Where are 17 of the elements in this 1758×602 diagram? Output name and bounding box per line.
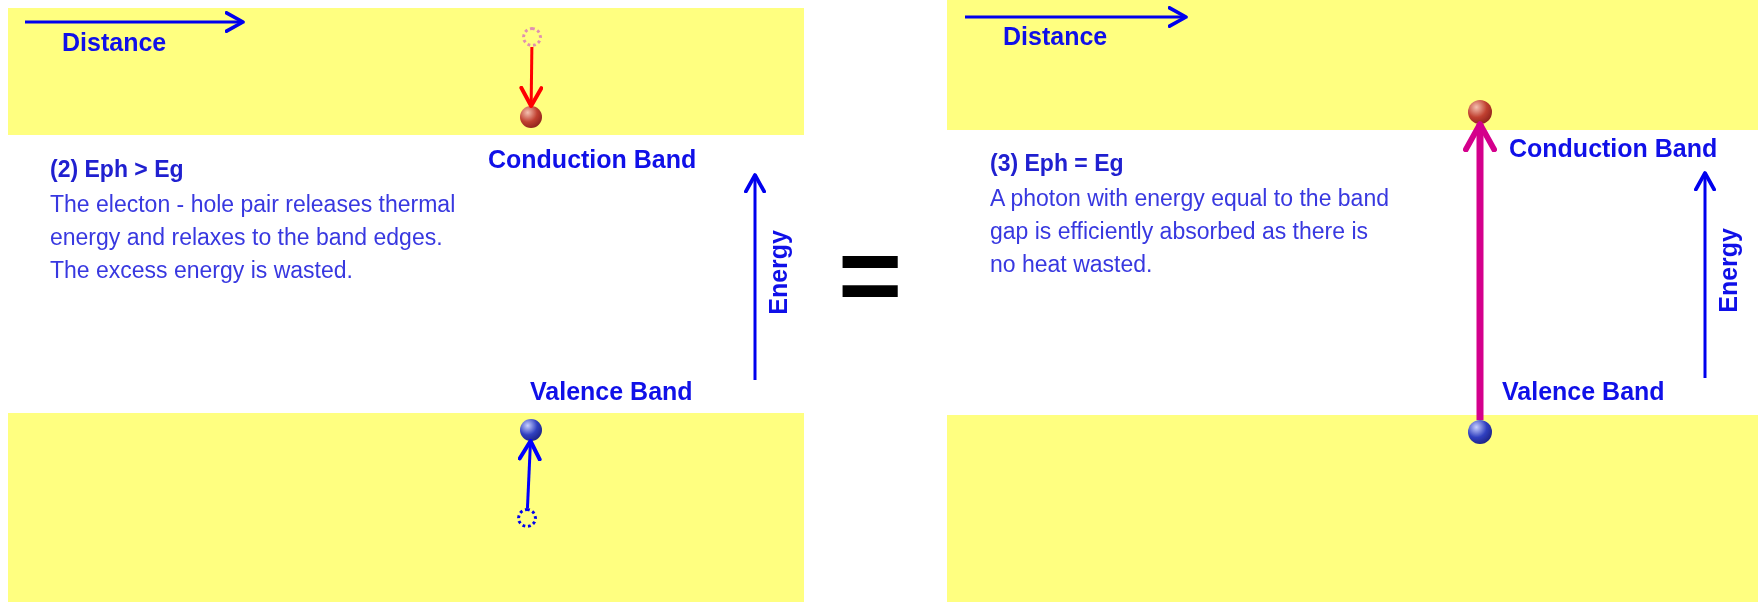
band-label: Valence Band [530,377,693,406]
arrow [1463,121,1497,420]
axis-label: Distance [62,28,167,57]
equals-sign: = [838,225,903,325]
band-label: Conduction Band [488,145,697,174]
description-text: The electon - hole pair releases thermal energy and relaxes to the band edges. The excess energy is wasted. [50,190,457,285]
axis-label: Distance [1003,22,1108,51]
band-label: Valence Band [1502,377,1665,406]
description-text: A photon with energy equal to the band gap is efficiently absorbed as there is no heat wasted. [990,184,1390,279]
axis-label: Energy [764,230,793,315]
band-label: Conduction Band [1509,134,1718,163]
arrow [517,439,542,509]
axis-label: Energy [1714,228,1743,313]
case-heading: (3) Eph = Eg [990,150,1125,177]
dotted-circle [522,27,542,47]
dotted-circle [517,508,537,528]
arrow [519,46,544,108]
